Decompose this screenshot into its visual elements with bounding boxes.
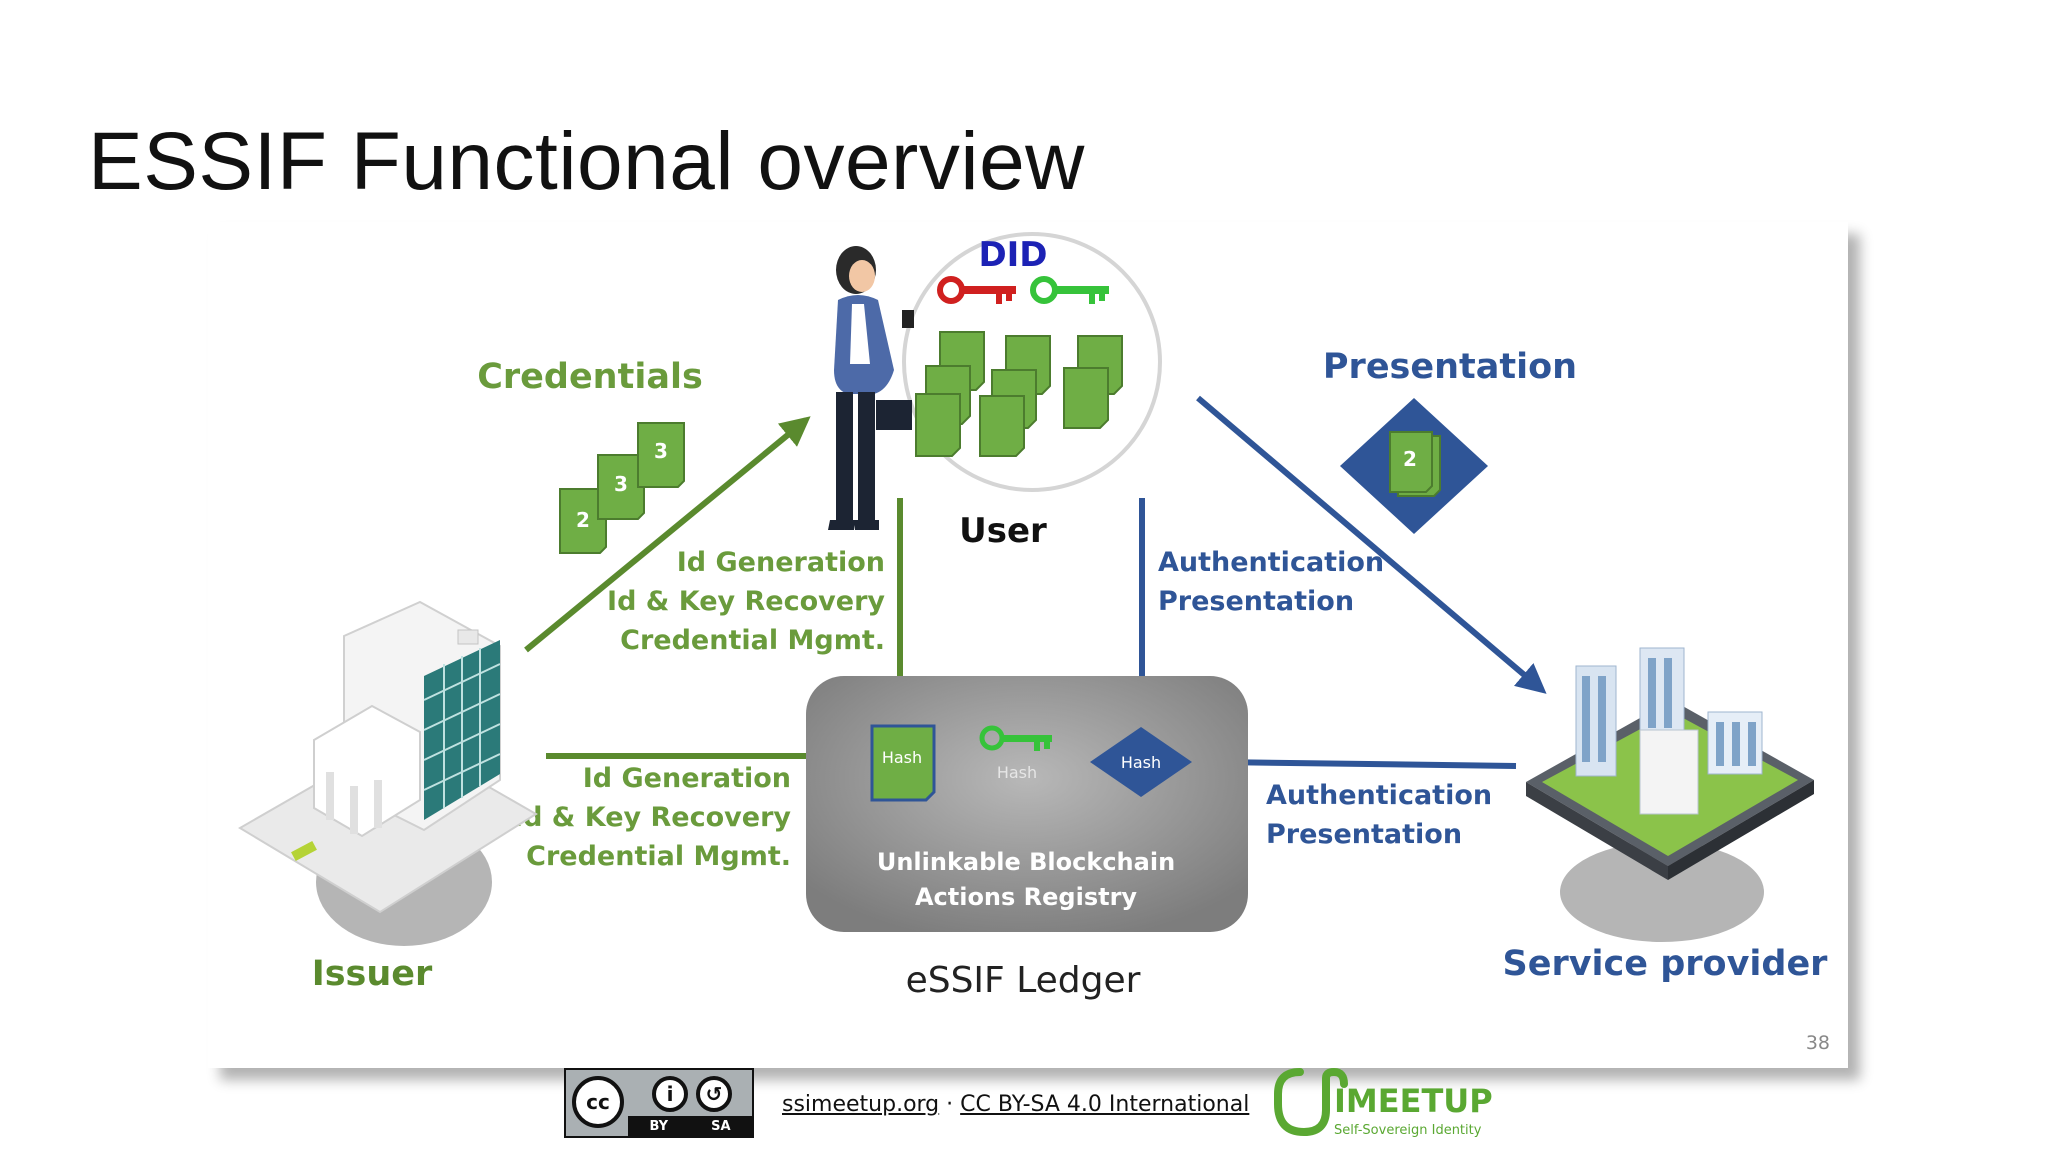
- user-auth-line-2: Presentation: [1158, 586, 1354, 617]
- issuer-ledger-line-3: Credential Mgmt.: [526, 841, 791, 872]
- logo-tagline: Self-Sovereign Identity: [1334, 1123, 1482, 1138]
- sp-to-ledger-arrow: [1212, 747, 1517, 778]
- red-key-icon: [937, 276, 1016, 304]
- ledger-box-line-2: Actions Registry: [915, 883, 1137, 911]
- issuer-building-icon: [238, 600, 538, 946]
- issuer-ledger-line-1: Id Generation: [583, 763, 791, 794]
- credential-card-3a: [597, 454, 645, 520]
- ledger-key-icon: [979, 725, 1052, 751]
- issuer-to-user-arrow: [524, 416, 811, 653]
- presentation-card: 2: [1340, 398, 1488, 534]
- attribution-icon: i: [652, 1076, 688, 1112]
- page-number: 38: [1805, 1032, 1830, 1054]
- ledger-hash-diamond-label: Hash: [1121, 753, 1161, 772]
- user-ledger-line-1: Id Generation: [677, 547, 885, 578]
- credential-cards: 2 3 3: [559, 422, 685, 554]
- cc-icon: cc: [572, 1076, 624, 1128]
- ledger-hash-doc-label: Hash: [882, 748, 922, 767]
- issuer-label: Issuer: [312, 954, 433, 994]
- user-label: User: [959, 511, 1047, 551]
- user-person-icon: [828, 246, 914, 530]
- green-key-icon: [1030, 276, 1109, 304]
- sp-auth-line-1: Authentication: [1266, 780, 1492, 811]
- logo-s-icon: [1274, 1067, 1348, 1137]
- ledger-hash-diamond: [1090, 727, 1192, 797]
- credential-card-label: 2: [576, 508, 590, 532]
- cc-sa-label: SA: [711, 1118, 731, 1134]
- sp-auth-line-2: Presentation: [1266, 819, 1462, 850]
- ledger-box-line-1: Unlinkable Blockchain: [877, 848, 1175, 876]
- footer-links: ssimeetup.org · CC BY-SA 4.0 Internation…: [782, 1092, 1249, 1117]
- cc-by-label: BY: [649, 1118, 669, 1134]
- site-link[interactable]: ssimeetup.org: [782, 1092, 940, 1117]
- license-link[interactable]: CC BY-SA 4.0 International: [960, 1092, 1250, 1117]
- ledger-name: eSSIF Ledger: [906, 960, 1141, 1001]
- did-label: DID: [978, 235, 1047, 275]
- user-to-sp-arrow: [1196, 395, 1547, 694]
- credential-card-3b: [637, 422, 685, 488]
- logo-brand-name: IMEETUP: [1334, 1082, 1493, 1120]
- footer: cc i ↺ BY SA ssimeetup.org · CC BY-SA 4.…: [564, 1066, 1514, 1140]
- credential-card-label: 3: [614, 472, 628, 496]
- user-credential-docs-icon: [915, 331, 1123, 457]
- user-ledger-line-2: Id & Key Recovery: [607, 586, 885, 617]
- service-provider-city-icon: [1526, 647, 1814, 942]
- presentation-label: Presentation: [1323, 347, 1577, 387]
- issuer-ledger-line-2: Id & Key Recovery: [513, 802, 791, 833]
- ssi-meetup-logo: IMEETUP Self-Sovereign Identity: [1274, 1067, 1493, 1138]
- user-ledger-line-3: Credential Mgmt.: [620, 625, 885, 656]
- user-auth-line-1: Authentication: [1158, 547, 1384, 578]
- ledger-hash-key-label: Hash: [997, 763, 1037, 782]
- cc-license-badge[interactable]: cc i ↺ BY SA: [564, 1068, 754, 1138]
- ledger-hash-doc: [870, 724, 936, 802]
- presentation-card-label: 2: [1403, 447, 1417, 471]
- credential-card-label: 3: [654, 439, 668, 463]
- footer-separator: ·: [939, 1092, 961, 1117]
- service-provider-label: Service provider: [1503, 944, 1829, 984]
- cc-badge-strip: BY SA: [628, 1116, 752, 1136]
- share-alike-icon: ↺: [696, 1076, 732, 1112]
- credentials-label: Credentials: [477, 357, 703, 397]
- slide-title: ESSIF Functional overview: [88, 116, 1085, 207]
